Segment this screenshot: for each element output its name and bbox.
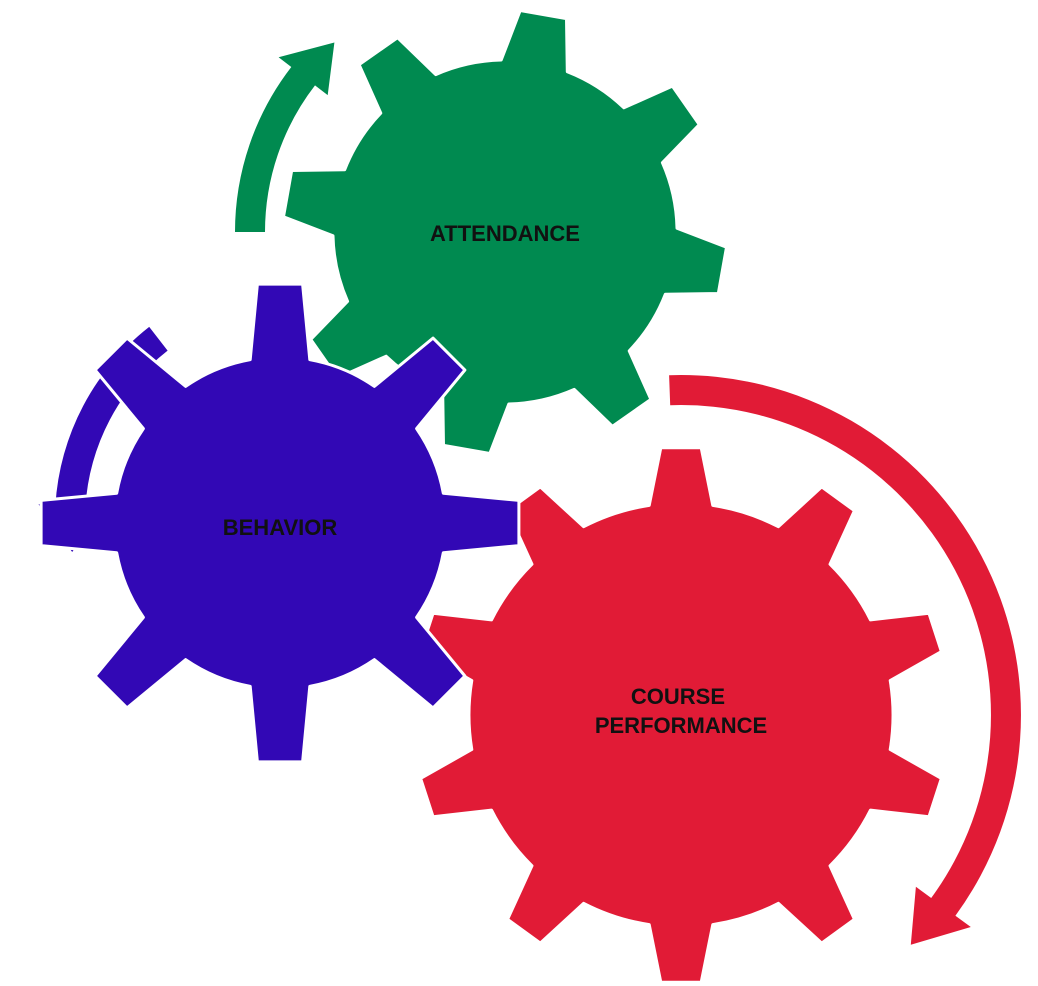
attendance-arrow	[235, 42, 335, 232]
course-performance-label: COURSE PERFORMANCE	[595, 684, 767, 738]
course-performance-label-line-1: COURSE	[631, 684, 725, 709]
attendance-label: ATTENDANCE	[430, 221, 580, 246]
behavior-label-line: BEHAVIOR	[223, 515, 338, 540]
attendance-gear	[282, 9, 728, 455]
behavior-gear	[39, 282, 521, 764]
behavior-label: BEHAVIOR	[223, 515, 338, 540]
course-performance-gear	[419, 446, 943, 984]
attendance-label-line: ATTENDANCE	[430, 221, 580, 246]
behavior-arrow	[38, 326, 168, 552]
course-performance-arrow	[669, 374, 1021, 945]
course-performance-label-line-2: PERFORMANCE	[595, 713, 767, 738]
